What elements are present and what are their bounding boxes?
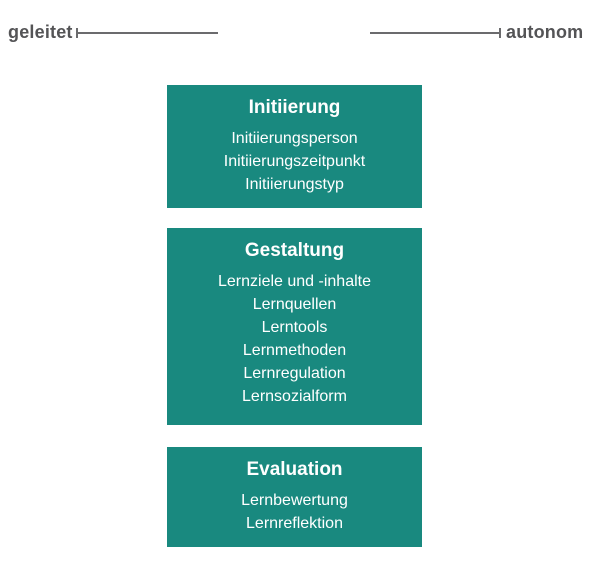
- box-item: Lernreflektion: [246, 515, 343, 532]
- phase-title-gestaltung: Gestaltung: [244, 240, 345, 261]
- scale-label-autonom: autonom: [506, 22, 584, 42]
- phase-title-evaluation: Evaluation: [246, 459, 343, 480]
- box-item: Initiierungszeitpunkt: [223, 153, 366, 170]
- scale-label-geleitet: geleitet: [8, 22, 73, 42]
- box-item: Lernsozialform: [242, 388, 347, 405]
- box-item: Initiierungstyp: [245, 176, 344, 193]
- phase-title-initiierung: Initiierung: [248, 97, 341, 118]
- box-item: Initiierungsperson: [231, 130, 358, 147]
- scale-line-left: [78, 32, 218, 34]
- box-item: Lerntools: [261, 319, 328, 336]
- scale-tick-right: [499, 28, 501, 38]
- box-item: Lernbewertung: [241, 492, 348, 509]
- scale-line-right: [370, 32, 499, 34]
- box-item: Lernquellen: [252, 296, 337, 313]
- box-item: Lernziele und -inhalte: [218, 273, 371, 290]
- box-item: Lernmethoden: [242, 342, 347, 359]
- scale-tick-left: [76, 28, 78, 38]
- box-item: Lernregulation: [243, 365, 346, 382]
